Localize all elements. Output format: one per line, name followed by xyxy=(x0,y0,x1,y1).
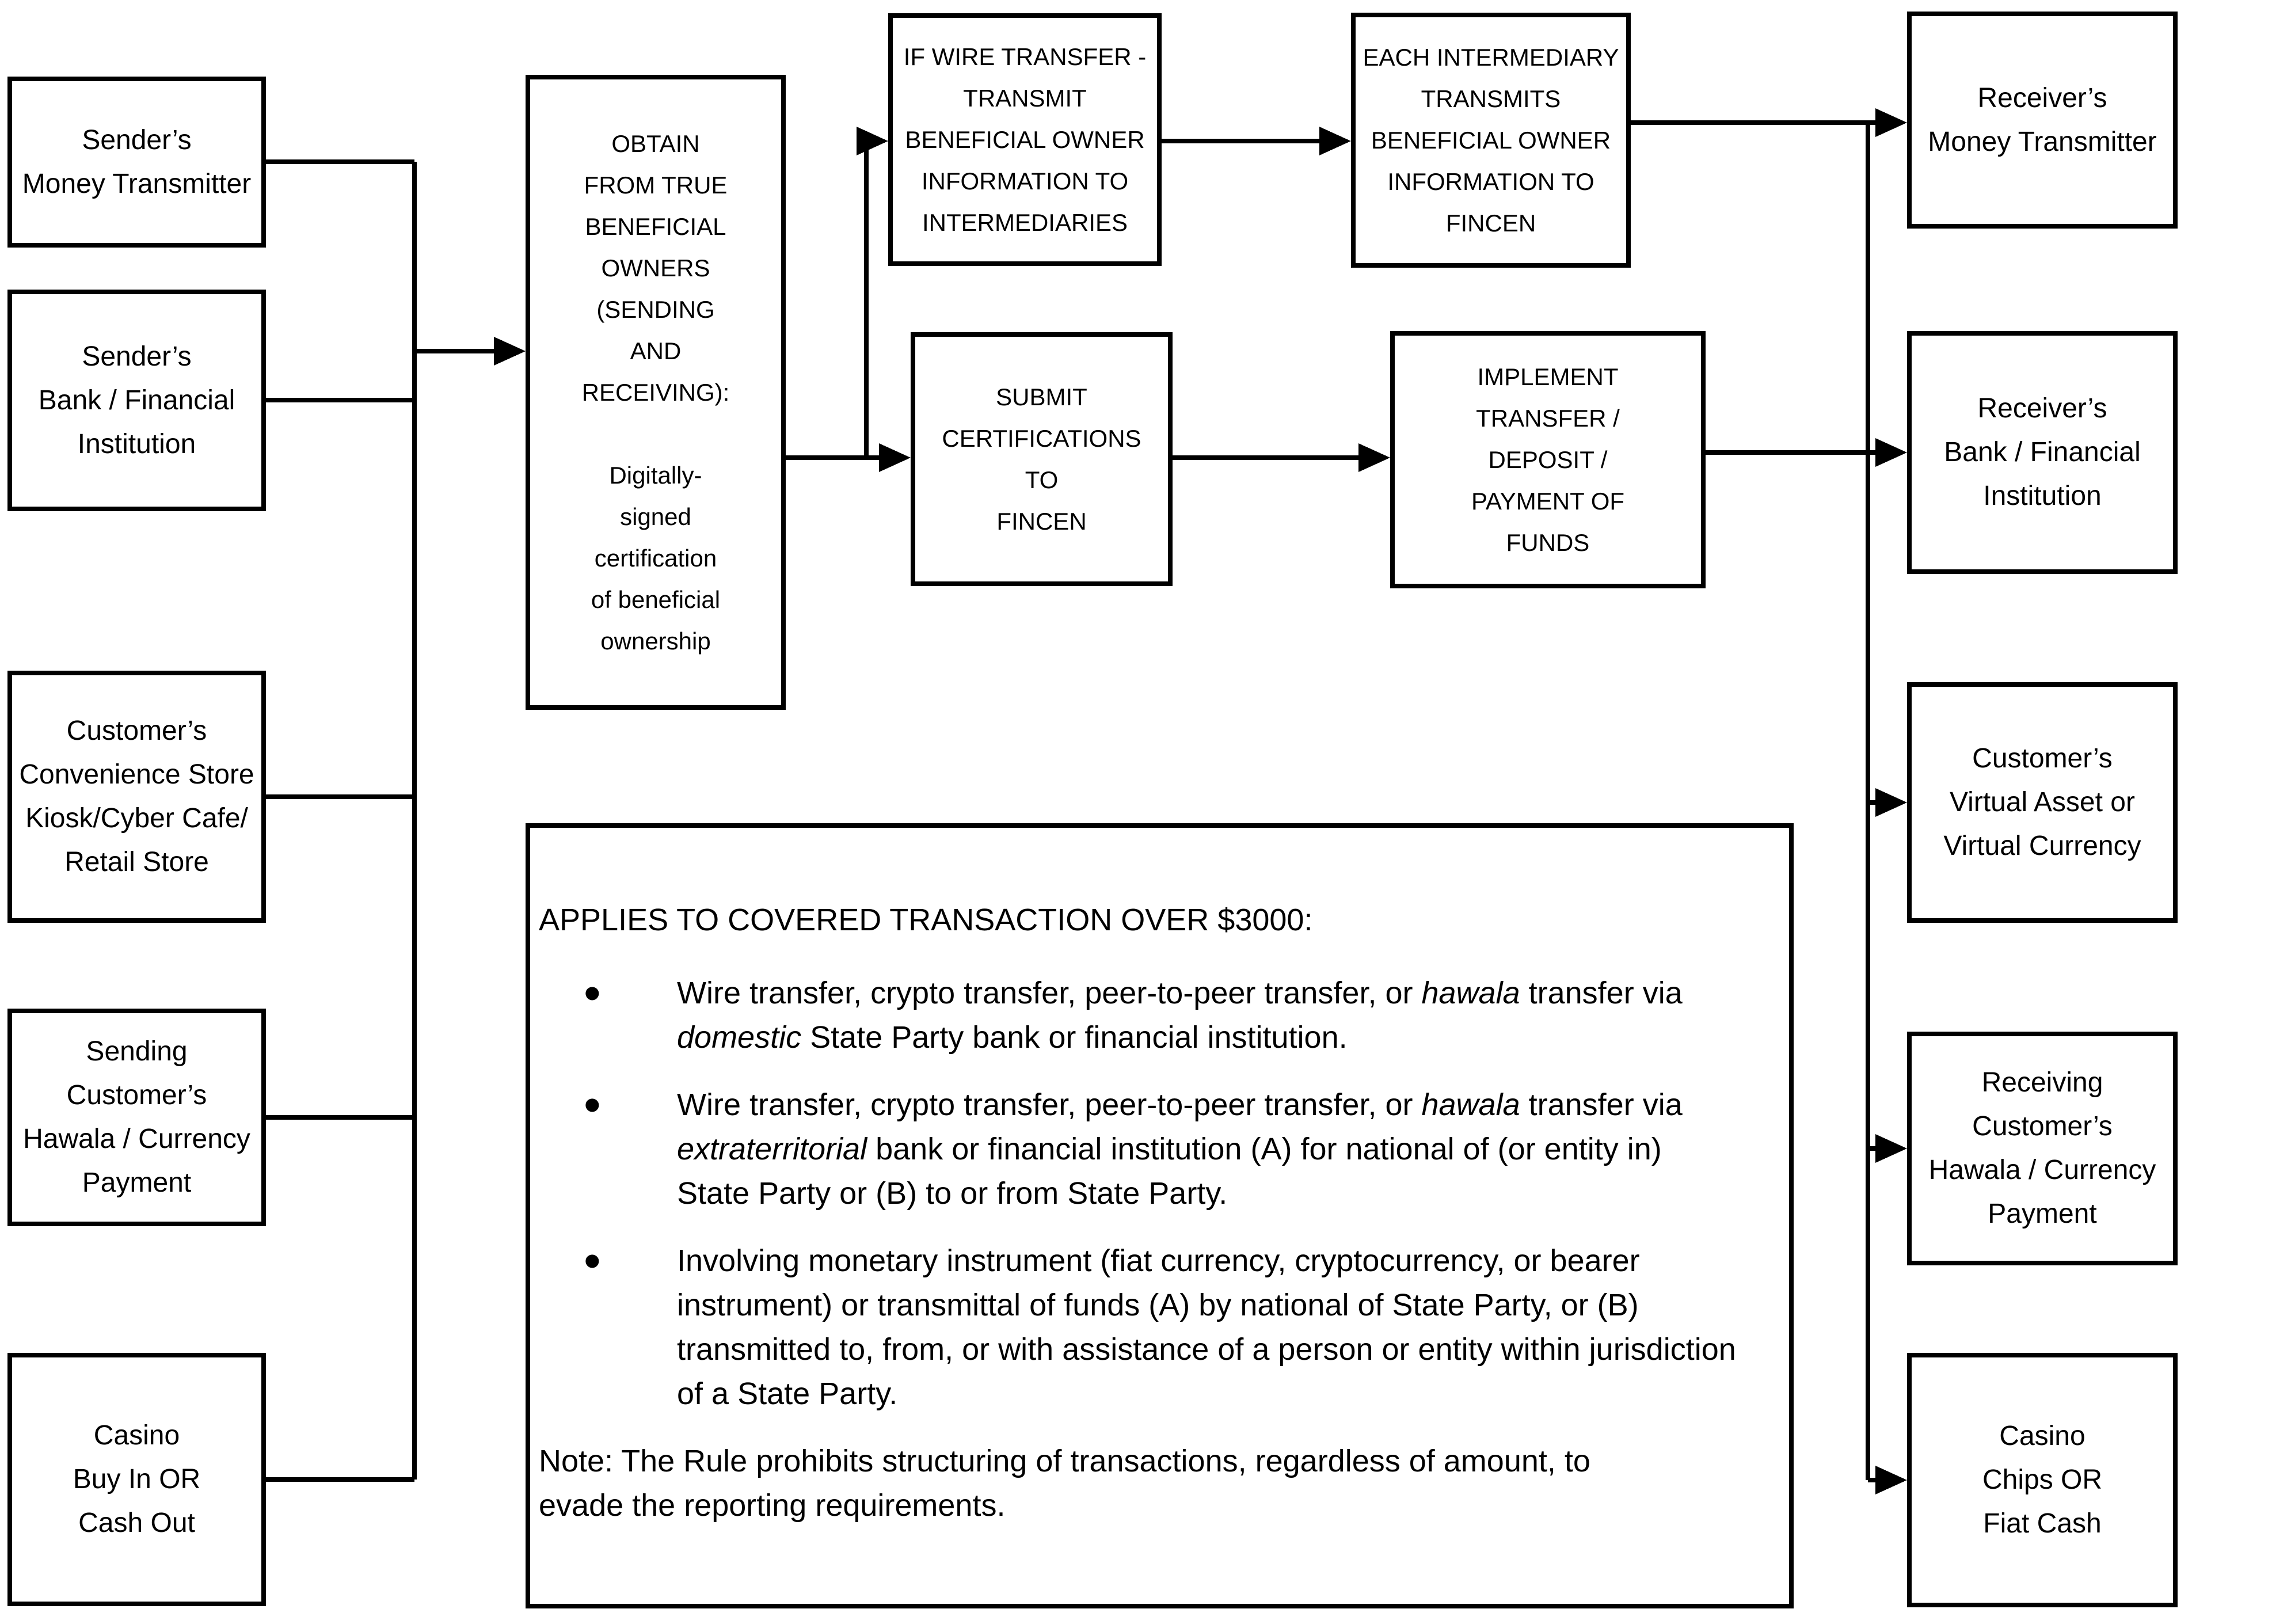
box-receivers-money-transmitter: Receiver’s Money Transmitter xyxy=(1907,12,2178,229)
box-customers-virtual-asset: Customer’s Virtual Asset or Virtual Curr… xyxy=(1907,682,2178,923)
box-senders-bank-financial-institution: Sender’s Bank / Financial Institution xyxy=(7,290,266,511)
structuring-note: Note: The Rule prohibits structuring of … xyxy=(539,1444,1590,1523)
box-wire-transfer-transmit-to-intermediaries: IF WIRE TRANSFER - TRANSMIT BENEFICIAL O… xyxy=(888,13,1162,266)
arrowhead-into-intermediary xyxy=(1319,127,1351,155)
box-intermediary-transmits-to-fincen: EACH INTERMEDIARY TRANSMITS BENEFICIAL O… xyxy=(1351,13,1631,268)
arrowhead-into-r3 xyxy=(1875,788,1907,817)
box-customers-convenience-store: Customer’s Convenience Store Kiosk/Cyber… xyxy=(7,671,266,923)
box-obtain-beneficial-owner-certification: OBTAIN FROM TRUE BENEFICIAL OWNERS (SEND… xyxy=(526,75,786,710)
covered-transaction-rules-panel: APPLIES TO COVERED TRANSACTION OVER $300… xyxy=(526,823,1794,1608)
box-receiving-customers-hawala: Receiving Customer’s Hawala / Currency P… xyxy=(1907,1032,2178,1265)
arrowhead-into-r1 xyxy=(1875,108,1907,137)
rule-bullet-text: Wire transfer, crypto transfer, peer-to-… xyxy=(677,976,1683,1055)
arrowhead-into-r2 xyxy=(1875,438,1907,467)
rule-bullet-extraterritorial: • Wire transfer, crypto transfer, peer-t… xyxy=(539,1078,1766,1216)
arrowhead-into-wire xyxy=(857,127,888,155)
arrowhead-into-submit xyxy=(879,443,911,472)
rules-title: APPLIES TO COVERED TRANSACTION OVER $300… xyxy=(539,903,1313,937)
box-receivers-bank-financial-institution: Receiver’s Bank / Financial Institution xyxy=(1907,331,2178,574)
rule-bullet-domestic: • Wire transfer, crypto transfer, peer-t… xyxy=(539,966,1766,1060)
box-senders-money-transmitter: Sender’s Money Transmitter xyxy=(7,77,266,248)
box-casino-buy-in-cash-out: Casino Buy In OR Cash Out xyxy=(7,1353,266,1606)
rule-bullet-monetary-instrument: • Involving monetary instrument (fiat cu… xyxy=(539,1234,1766,1416)
arrowhead-into-obtain xyxy=(494,337,526,366)
rule-bullet-text: Wire transfer, crypto transfer, peer-to-… xyxy=(677,1087,1683,1211)
rule-bullet-text: Involving monetary instrument (fiat curr… xyxy=(677,1243,1736,1411)
box-submit-certifications-to-fincen: SUBMIT CERTIFICATIONS TO FINCEN xyxy=(911,332,1173,586)
arrowhead-into-r4 xyxy=(1875,1134,1907,1163)
box-casino-chips-fiat-cash: Casino Chips OR Fiat Cash xyxy=(1907,1353,2178,1607)
arrowhead-into-implement xyxy=(1358,443,1390,472)
box-sending-customers-hawala: Sending Customer’s Hawala / Currency Pay… xyxy=(7,1009,266,1226)
bullet-dot-icon: • xyxy=(584,1078,601,1132)
bullet-dot-icon: • xyxy=(584,966,601,1021)
bullet-dot-icon: • xyxy=(584,1234,601,1288)
box-implement-transfer-deposit-payment: IMPLEMENT TRANSFER / DEPOSIT / PAYMENT O… xyxy=(1390,331,1706,588)
arrowhead-into-r5 xyxy=(1875,1466,1907,1494)
